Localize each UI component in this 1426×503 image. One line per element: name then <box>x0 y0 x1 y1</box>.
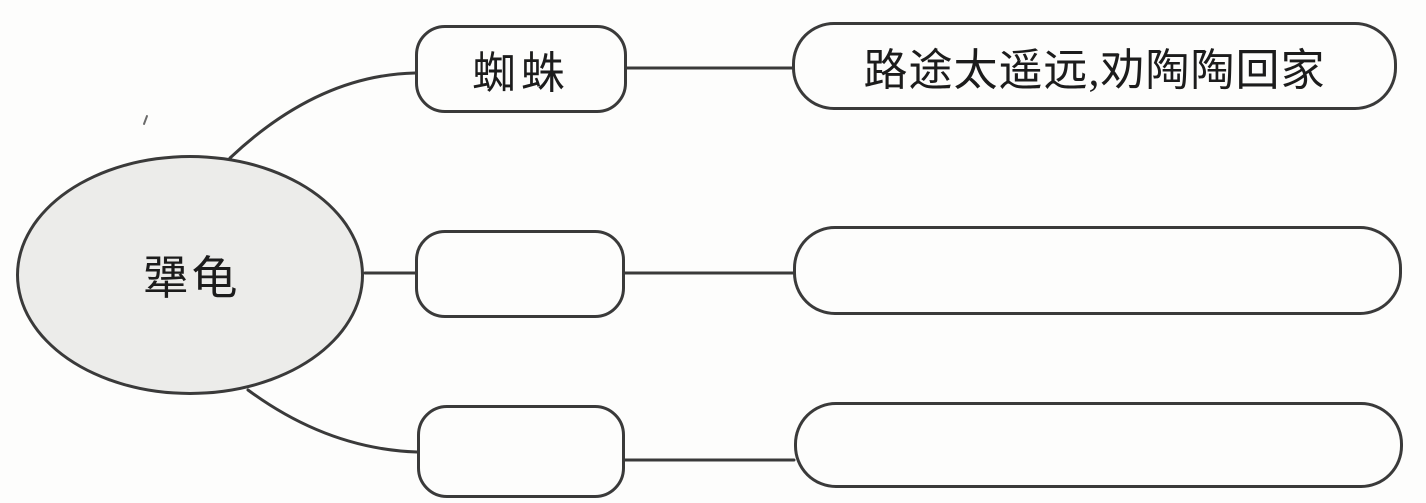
branch-node-blank-2[interactable] <box>415 230 625 318</box>
detail-box-blank-3[interactable] <box>794 402 1403 488</box>
detail-box-blank-2[interactable] <box>793 226 1402 315</box>
edge-root-to-node-3 <box>246 388 419 454</box>
branch-node-blank-3[interactable] <box>417 405 625 498</box>
branch-node-spider-label: 蜘蛛 <box>472 49 570 98</box>
scan-speck <box>143 115 148 125</box>
edge-root-to-node-1 <box>228 71 417 160</box>
root-node-ellipse: 犟龟 <box>16 155 364 395</box>
branch-node-spider: 蜘蛛 <box>415 25 627 113</box>
detail-box-spider: 路途太遥远,劝陶陶回家 <box>792 22 1397 110</box>
detail-box-spider-text: 路途太遥远,劝陶陶回家 <box>863 46 1326 95</box>
root-node-label: 犟龟 <box>142 253 241 304</box>
